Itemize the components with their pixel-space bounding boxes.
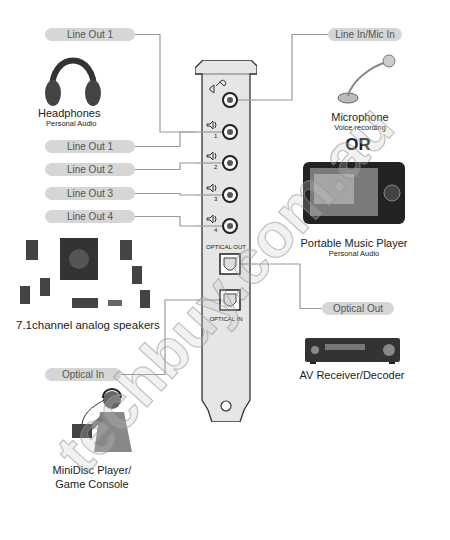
device-name: Headphones [38, 106, 100, 120]
player-screen [310, 168, 378, 216]
port-label: Line Out 1 [45, 140, 135, 153]
optical-port [220, 290, 240, 310]
receiver-display [325, 344, 365, 350]
leader-line [195, 131, 223, 132]
speaker [26, 240, 38, 260]
audio-jack [223, 93, 237, 107]
optical-port [220, 254, 240, 274]
leader-line [121, 300, 195, 375]
player-picture [314, 174, 354, 204]
port-label: Line Out 3 [45, 187, 135, 200]
audio-jack [223, 156, 237, 170]
receiver-knob [311, 346, 319, 354]
optical-socket [224, 258, 236, 270]
leader-line [135, 35, 195, 133]
subwoofer-cone [69, 249, 89, 269]
bracket-plate [195, 60, 257, 422]
port-label-pill: Line Out 3 [45, 187, 135, 200]
optical-socket [224, 294, 236, 306]
speaker-symbol [207, 152, 216, 160]
audio-jack [223, 219, 237, 233]
speaker-symbol [207, 215, 216, 223]
speaker-symbol [207, 184, 216, 192]
bracket-outline [195, 60, 257, 422]
port-label-pill: Optical Out [322, 302, 394, 315]
port-label-pill: Line Out 2 [45, 163, 135, 176]
leader-line [195, 162, 223, 163]
leader-line [135, 217, 195, 227]
leader-line [135, 194, 195, 196]
sound-card-bracket: OPTICAL OUT OPTICAL IN [195, 60, 257, 422]
device-name: Portable Music Player [279, 236, 429, 250]
leader-line [195, 225, 223, 226]
microphone-head [383, 55, 395, 67]
receiver-knob [383, 344, 395, 356]
device-note: Personal Audio [279, 249, 429, 258]
port-name: OPTICAL IN [199, 316, 253, 323]
receiver-foot [389, 362, 395, 364]
person-arm [86, 418, 102, 432]
speaker [40, 278, 50, 296]
leader-line [257, 35, 328, 101]
port-label-pill: Line Out 1 [45, 140, 135, 153]
jack-hole [227, 160, 233, 166]
audio-jack [223, 125, 237, 139]
port-label-pill: Line Out 4 [45, 210, 135, 223]
headphone-cup [45, 80, 61, 106]
receiver-body [305, 338, 400, 362]
device-name: 7.1channel analog speakers [16, 318, 160, 332]
speaker [140, 290, 150, 308]
port-label-pill: Line In/Mic In [328, 28, 402, 41]
speaker [20, 286, 30, 304]
speaker [120, 240, 132, 260]
player-cord [82, 400, 104, 424]
port-label: Line Out 1 [45, 28, 135, 41]
person-headphones [103, 389, 121, 398]
device-name: MiniDisc Player/ Game Console [37, 463, 147, 491]
person-head [103, 391, 121, 409]
center-speaker [72, 298, 98, 308]
device-name: Microphone [310, 110, 410, 124]
port-name: OPTICAL OUT [199, 244, 253, 251]
leader-line [240, 263, 257, 264]
speaker [132, 266, 142, 284]
leader-line [195, 299, 220, 300]
person-body [94, 412, 132, 452]
headphone-cup [85, 80, 101, 106]
port-label: Optical In [45, 368, 121, 381]
leader-line [135, 163, 195, 170]
microphone-boom [348, 62, 387, 96]
microphone-base [338, 93, 358, 103]
minidisc-player [72, 424, 92, 438]
jack-hole [227, 192, 233, 198]
port-label: Line Out 4 [45, 210, 135, 223]
port-label-pill: Optical In [45, 368, 121, 381]
leader-line [135, 132, 195, 147]
port-label: Line In/Mic In [328, 28, 402, 41]
mic-symbol [210, 80, 226, 93]
device-name: AV Receiver/Decoder [282, 368, 422, 382]
bracket-fold [195, 74, 257, 75]
audio-jack [223, 188, 237, 202]
bracket-hole [221, 401, 231, 411]
player-body [303, 162, 405, 224]
or-label: OR [328, 134, 388, 155]
leader-line [195, 194, 223, 195]
jack-hole [227, 223, 233, 229]
speaker-control [108, 300, 122, 306]
headphone-band [52, 61, 94, 93]
port-label: Optical Out [322, 302, 394, 315]
receiver-foot [310, 362, 316, 364]
jack-hole [227, 129, 233, 135]
player-control [384, 185, 400, 201]
subwoofer [60, 238, 98, 280]
port-label-pill: Line Out 1 [45, 28, 135, 41]
leader-line [257, 264, 322, 309]
jack-hole [227, 97, 233, 103]
device-note: Voice recording [310, 123, 410, 132]
leader-line [237, 99, 257, 100]
speaker-symbol [207, 121, 216, 129]
port-label: Line Out 2 [45, 163, 135, 176]
device-note: Personal Audio [46, 119, 96, 128]
